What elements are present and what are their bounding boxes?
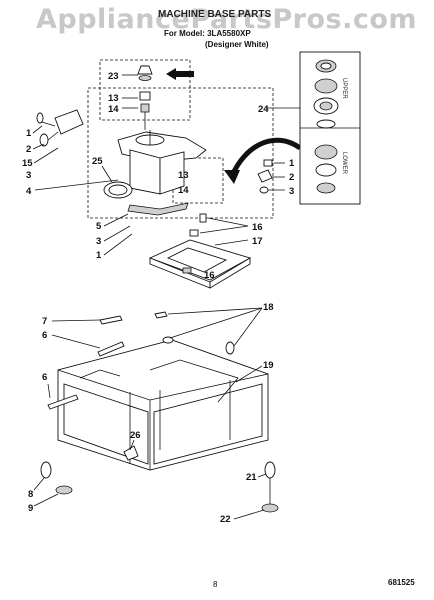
page-title: MACHINE BASE PARTS <box>158 9 272 20</box>
callouts: 23 13 14 24 1 2 15 3 4 25 13 14 1 2 3 5 … <box>22 71 295 525</box>
callout-1-right: 1 <box>289 158 295 169</box>
model-line: For Model: 3LA5580XP <box>164 29 251 38</box>
callout-16-top: 16 <box>252 222 263 233</box>
callout-1-left: 1 <box>26 128 32 139</box>
drive-assembly-box <box>87 87 274 219</box>
callout-13-top: 13 <box>108 93 119 104</box>
callout-22: 22 <box>220 514 231 525</box>
lower-label: LOWER <box>341 152 347 175</box>
left-bracket <box>34 109 119 191</box>
callout-19: 19 <box>263 360 274 371</box>
callout-18: 18 <box>263 302 274 313</box>
callout-26: 26 <box>130 430 141 441</box>
callout-3-right: 3 <box>289 186 294 197</box>
callout-6-top: 6 <box>42 330 47 341</box>
callout-21: 21 <box>246 472 257 483</box>
callout-7: 7 <box>42 316 47 327</box>
page-number: 8 <box>213 580 218 589</box>
callout-15: 15 <box>22 158 33 169</box>
callout-9: 9 <box>28 503 33 514</box>
bottom-bracket <box>148 213 252 289</box>
callout-3-lower: 3 <box>96 236 101 247</box>
callout-14-mid: 14 <box>178 185 189 196</box>
callout-2-right: 2 <box>289 172 294 183</box>
direction-arrow-left <box>166 68 194 80</box>
callout-2-left: 2 <box>26 144 31 155</box>
callout-13-mid: 13 <box>178 170 189 181</box>
callout-3-left: 3 <box>26 170 31 181</box>
right-small-parts <box>257 159 285 194</box>
drive-hub <box>117 130 207 216</box>
curved-arrow <box>229 137 302 178</box>
watermark-text: AppliancePartsPros.com <box>36 4 418 35</box>
callout-23: 23 <box>108 71 119 82</box>
drive-pulley <box>103 181 133 199</box>
color-line: (Designer White) <box>205 40 269 49</box>
callout-5: 5 <box>96 221 102 232</box>
cam-parts <box>122 65 153 130</box>
callout-16-mid: 16 <box>204 270 215 281</box>
callout-6-lower: 6 <box>42 372 47 383</box>
machine-base-frame <box>57 339 269 471</box>
callout-25: 25 <box>92 156 103 167</box>
callout-24: 24 <box>258 104 269 115</box>
callout-8: 8 <box>28 489 33 500</box>
diagram-code: 681525 <box>388 578 415 587</box>
callout-17: 17 <box>252 236 263 247</box>
callout-14-top: 14 <box>108 104 119 115</box>
upper-label: UPPER <box>341 78 347 99</box>
callout-4: 4 <box>26 186 32 197</box>
seal-parts <box>313 59 339 194</box>
frame-loose-parts <box>40 311 279 513</box>
callout-1-lower: 1 <box>96 250 102 261</box>
